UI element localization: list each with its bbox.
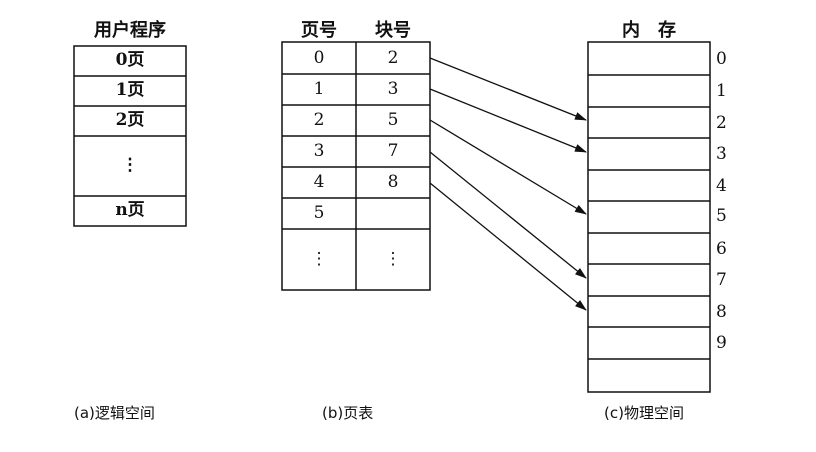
- page-cell-ellipsis: ⋮: [310, 249, 328, 269]
- user-program-row-n: n页: [115, 200, 145, 220]
- memory-label-0: 0: [716, 49, 727, 69]
- user-program-title: 用户程序: [94, 20, 166, 41]
- page-table-caption: (b)页表: [322, 404, 374, 422]
- user-program-box: [73, 45, 187, 227]
- user-program-ellipsis: ⋮: [121, 155, 139, 175]
- block-cell-2: 5: [387, 110, 399, 130]
- user-program-row-1: 1页: [115, 80, 145, 100]
- memory-label-3: 3: [716, 144, 727, 164]
- page-cell-0: 0: [313, 48, 325, 68]
- arrow-page4-to-block8: [429, 182, 587, 311]
- page-cell-3: 3: [313, 141, 325, 161]
- block-number-header: 块号: [375, 20, 411, 41]
- physical-space-caption: (c)物理空间: [604, 404, 684, 422]
- arrow-page1-to-block3: [429, 88, 587, 153]
- page-cell-4: 4: [313, 172, 325, 192]
- arrow-page3-to-block7: [429, 151, 587, 279]
- page-cell-1: 1: [313, 79, 325, 99]
- block-cell-1: 3: [387, 79, 399, 99]
- page-number-header: 页号: [301, 20, 337, 41]
- memory-label-6: 6: [716, 239, 727, 259]
- block-cell-ellipsis: ⋮: [384, 249, 402, 269]
- page-table-box: [281, 41, 431, 291]
- arrow-page0-to-block2: [429, 57, 587, 121]
- memory-label-7: 7: [716, 270, 727, 290]
- block-cell-3: 7: [387, 141, 399, 161]
- memory-label-1: 1: [716, 81, 727, 101]
- block-cell-0: 2: [387, 48, 399, 68]
- memory-title: 内 存: [622, 20, 676, 41]
- mapping-arrows: [429, 57, 587, 311]
- memory-label-2: 2: [716, 113, 727, 133]
- memory-label-5: 5: [716, 206, 727, 226]
- logical-space-caption: (a)逻辑空间: [74, 404, 155, 422]
- memory-label-8: 8: [716, 302, 727, 322]
- memory-label-9: 9: [716, 333, 727, 353]
- memory-box: [587, 41, 711, 393]
- user-program-row-0: 0页: [115, 50, 145, 70]
- memory-label-4: 4: [716, 176, 727, 196]
- page-cell-2: 2: [313, 110, 325, 130]
- arrow-page2-to-block5: [429, 119, 587, 215]
- user-program-row-2: 2页: [115, 110, 145, 130]
- block-cell-4: 8: [387, 172, 399, 192]
- page-cell-5: 5: [313, 203, 325, 223]
